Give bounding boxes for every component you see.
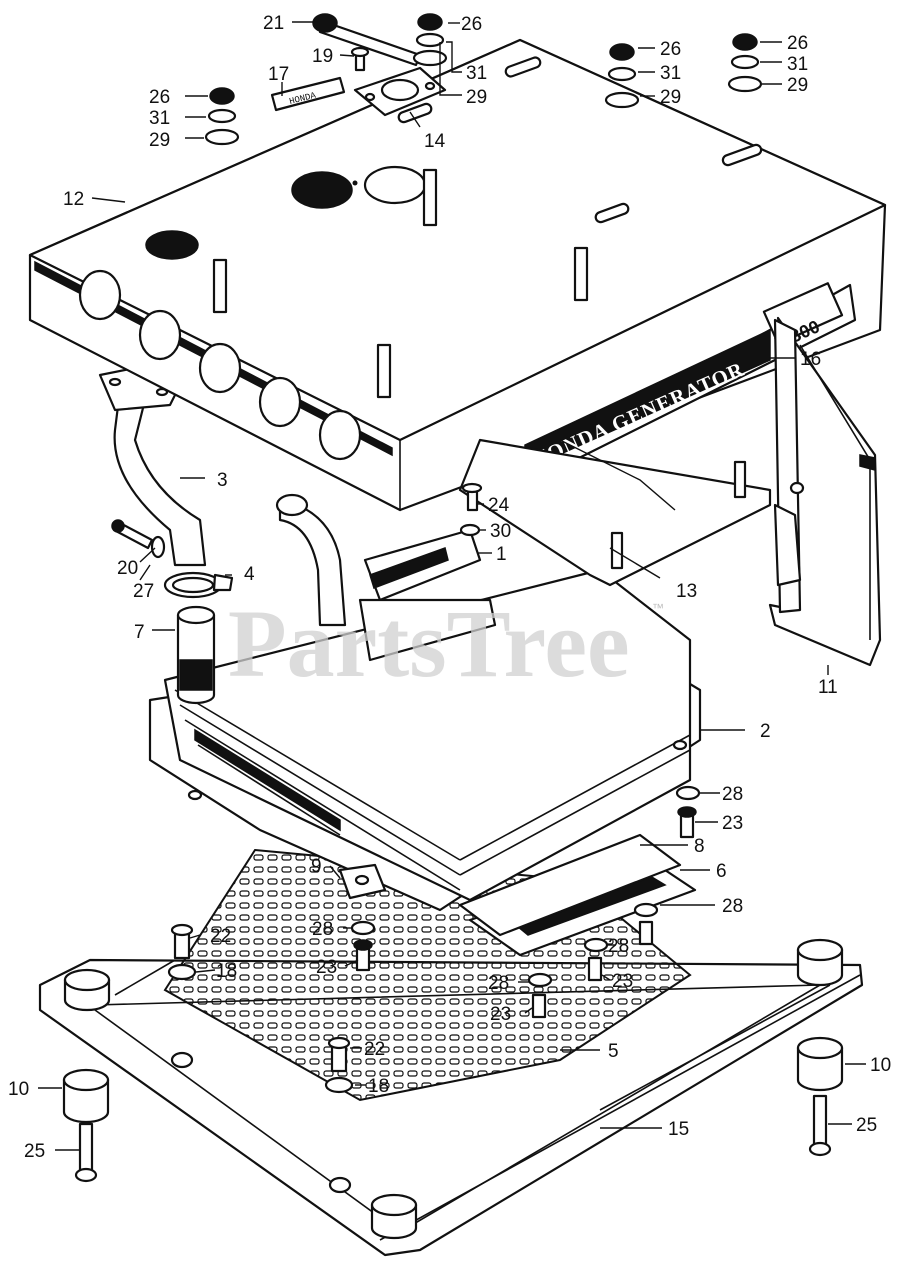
callout-28: 28 [722,896,743,917]
callout-13: 13 [676,581,697,602]
bolt-washer-set-right-b [633,902,659,946]
bolt-washer-set-front [324,1036,354,1094]
callout-26: 26 [787,33,808,54]
muffler [148,568,702,912]
bolt-washer-set-mid-a [350,920,376,972]
small-screw [350,46,370,72]
callout-29: 29 [660,87,681,108]
callout-19: 19 [312,46,333,67]
callout-26: 26 [660,39,681,60]
callout-20: 20 [117,558,138,579]
callout-18: 18 [368,1076,389,1097]
callout-28: 28 [722,784,743,805]
side-panel [768,316,882,667]
muffler-bracket [358,528,497,662]
callout-11: 11 [818,677,838,698]
callout-27: 27 [133,581,154,602]
callout-3: 3 [217,470,228,491]
callout-28: 28 [312,919,333,940]
frame-rubber-foot-front [370,1193,418,1240]
callout-31: 31 [660,63,681,84]
callout-31: 31 [149,108,170,129]
callout-6: 6 [716,861,727,882]
callout-25: 25 [856,1115,877,1136]
nut-washer-stack-b [204,87,240,146]
callout-26: 26 [149,87,170,108]
gasket-plate [458,833,682,937]
callout-10: 10 [8,1079,29,1100]
rubber-foot-right [796,1036,844,1157]
callout-2: 2 [760,721,771,742]
callout-10: 10 [870,1055,891,1076]
nut-washer-stack-d [727,33,763,93]
callout-5: 5 [608,1041,619,1062]
callout-15: 15 [668,1119,689,1140]
callout-21: 21 [263,13,284,34]
callout-25: 25 [24,1141,45,1162]
frame-rubber-foot-rear-right [796,938,844,987]
callout-23: 23 [316,957,337,978]
callout-14: 14 [424,131,446,152]
callout-12: 12 [63,189,84,210]
bolt-washer-set-right [675,785,701,839]
frame-rubber-foot-rear-left [63,968,111,1012]
nut-washer-stack-c [604,43,640,109]
callout-23: 23 [612,971,633,992]
bolt-washer-set-mid-b [583,937,609,982]
nut-washer-stack-a [412,13,448,67]
long-bolt [312,13,422,67]
callout-23: 23 [490,1004,511,1025]
callout-28: 28 [608,936,629,957]
callout-28: 28 [488,973,509,994]
bracket-lug [338,863,387,900]
callout-29: 29 [466,87,487,108]
callout-7: 7 [134,622,145,643]
outlet-pipe [176,605,216,705]
callout-22: 22 [210,926,231,947]
mounting-plate [458,438,772,587]
pipe-clamp [163,571,234,599]
callout-18: 18 [216,961,237,982]
callout-16: 16 [800,349,821,370]
callout-4: 4 [244,564,255,585]
callout-17: 17 [268,64,289,85]
bolt-washer-set-mid-c [527,972,553,1019]
cover-studs [212,168,589,399]
callout-1: 1 [496,544,507,565]
callout-31: 31 [787,54,808,75]
bolt-washer-set-left [167,923,197,981]
callout-22: 22 [364,1039,385,1060]
bolt-20 [111,519,166,559]
rubber-foot-left [62,1068,110,1183]
callout-29: 29 [787,75,808,96]
callout-8: 8 [694,836,705,857]
watermark-trademark: ™ [652,601,664,615]
callout-24: 24 [488,495,510,516]
callout-31: 31 [466,63,487,84]
callout-29: 29 [149,130,170,151]
callout-30: 30 [490,521,511,542]
callout-9: 9 [311,856,322,877]
cover-flange [353,66,447,117]
screw-24 [459,482,483,537]
callout-labels: 21 26 19 31 29 17 14 26 31 29 26 31 29 2… [8,13,891,1162]
exhaust-elbow [275,493,347,627]
watermark: PartsTree [228,590,630,697]
leader-lines [38,21,866,1151]
callout-23: 23 [722,813,743,834]
callout-26: 26 [461,14,482,35]
